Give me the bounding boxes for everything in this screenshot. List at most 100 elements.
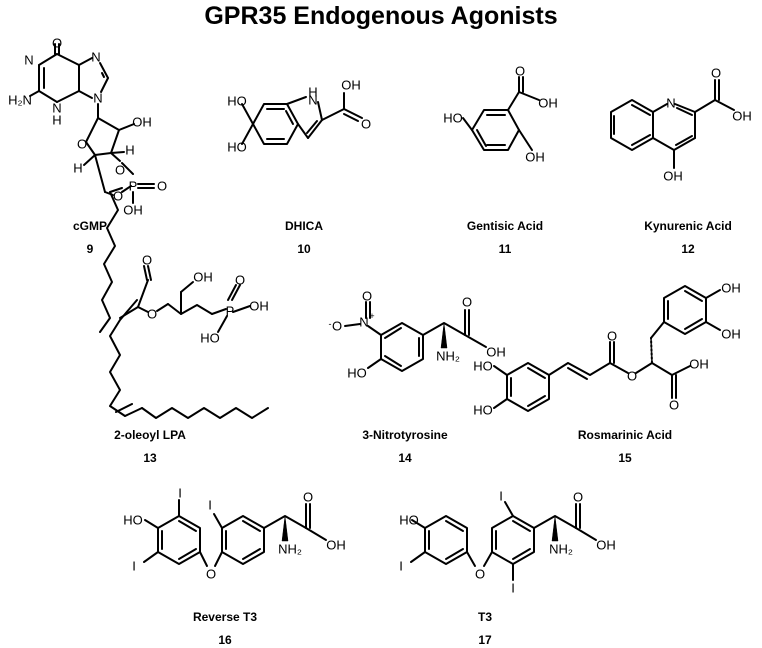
compound-number: 16 bbox=[218, 633, 232, 647]
atom-label: H bbox=[308, 85, 317, 100]
atom-label: O bbox=[607, 329, 617, 344]
compound-name: T3 bbox=[477, 610, 492, 624]
atom-label: I bbox=[178, 486, 182, 501]
compound-name: 3-Nitrotyrosine bbox=[362, 428, 448, 442]
atom-label: OH bbox=[538, 96, 558, 111]
atom-label: H bbox=[52, 113, 61, 128]
atom-label: O bbox=[462, 295, 472, 310]
atom-label: N bbox=[359, 315, 368, 330]
atom-label: O bbox=[113, 189, 123, 204]
atom-label: O bbox=[515, 64, 525, 79]
atom-label: I bbox=[511, 581, 515, 596]
atom-label: HO bbox=[200, 331, 220, 346]
compound-name: Kynurenic Acid bbox=[644, 219, 732, 233]
atom-label: O bbox=[303, 490, 313, 505]
atom-label: NH₂ bbox=[278, 542, 302, 557]
atom-label: P bbox=[226, 304, 235, 319]
atom-label: O bbox=[52, 36, 62, 51]
compound-name: Rosmarinic Acid bbox=[577, 428, 673, 442]
atom-label: HO bbox=[473, 359, 493, 374]
compound-number: 9 bbox=[86, 242, 94, 256]
atom-label: I bbox=[499, 489, 503, 504]
atom-label: O bbox=[235, 273, 245, 288]
atom-label: H₂N bbox=[8, 93, 32, 108]
atom-label: I bbox=[399, 559, 403, 574]
atom-label: O bbox=[475, 567, 485, 582]
atom-label: OH bbox=[132, 115, 152, 130]
atom-label: HO bbox=[399, 513, 419, 528]
atom-label: OH bbox=[721, 281, 741, 296]
atom-label: OH bbox=[525, 150, 545, 165]
atom-label: OH bbox=[732, 109, 752, 124]
compound-number: 12 bbox=[681, 242, 695, 256]
atom-label: OH bbox=[193, 270, 213, 285]
atom-label: O bbox=[206, 567, 216, 582]
atom-label: HO bbox=[473, 403, 493, 418]
atom-label: HO bbox=[227, 94, 247, 109]
atom-label: H bbox=[73, 161, 82, 176]
atom-label: HO bbox=[347, 366, 367, 381]
atom-label: N bbox=[93, 91, 102, 106]
atom-label: O bbox=[115, 163, 125, 178]
atom-label: P bbox=[129, 179, 138, 194]
atom-label: N bbox=[91, 50, 100, 65]
atom-label: N bbox=[24, 53, 33, 68]
compound-name: Gentisic Acid bbox=[466, 219, 544, 233]
structure-oleoyl-lpa bbox=[99, 187, 269, 419]
caption-dhica: DHICA 10 bbox=[254, 219, 354, 257]
compound-name: Reverse T3 bbox=[192, 610, 258, 624]
caption-reverse-t3: Reverse T3 16 bbox=[165, 610, 285, 648]
atom-label: O bbox=[147, 307, 157, 322]
structure-rosmarinic-acid bbox=[493, 285, 721, 412]
compound-number: 10 bbox=[297, 242, 311, 256]
structure-t3 bbox=[410, 501, 597, 581]
compound-number: 17 bbox=[478, 633, 492, 647]
atom-label: + bbox=[369, 311, 374, 321]
atom-label: H bbox=[125, 143, 134, 158]
structure-kynurenic-acid bbox=[610, 79, 735, 169]
page-title: GPR35 Endogenous Agonists bbox=[204, 2, 558, 30]
atom-label: O bbox=[362, 289, 372, 304]
caption-kynurenic-acid: Kynurenic Acid 12 bbox=[628, 219, 748, 257]
atom-label: OH bbox=[663, 169, 683, 184]
atom-label: N bbox=[666, 96, 675, 111]
compound-name: 2-oleoyl LPA bbox=[114, 428, 186, 442]
atom-label: HO bbox=[443, 111, 463, 126]
caption-nitrotyrosine: 3-Nitrotyrosine 14 bbox=[340, 428, 470, 466]
atom-label: O bbox=[711, 66, 721, 81]
caption-cgmp: cGMP 9 bbox=[45, 219, 135, 257]
atom-label: OH bbox=[341, 78, 361, 93]
caption-t3: T3 17 bbox=[435, 610, 535, 648]
atom-label: O bbox=[157, 179, 167, 194]
caption-rosmarinic-acid: Rosmarinic Acid 15 bbox=[555, 428, 695, 466]
atom-label: I bbox=[208, 498, 212, 513]
atom-label: O bbox=[573, 490, 583, 505]
atom-label: O bbox=[332, 319, 342, 334]
compound-number: 11 bbox=[498, 242, 512, 256]
structure-nitrotyrosine bbox=[344, 301, 487, 372]
compound-name: DHICA bbox=[285, 219, 323, 233]
atom-label: I bbox=[132, 559, 136, 574]
atom-label: OH bbox=[689, 357, 709, 372]
structure-dhica bbox=[241, 92, 363, 145]
atom-label: O bbox=[627, 369, 637, 384]
atom-label: HO bbox=[227, 140, 247, 155]
atom-label: N bbox=[308, 93, 317, 108]
atom-label: O bbox=[142, 253, 152, 268]
atom-label: O bbox=[361, 117, 371, 132]
compound-number: 14 bbox=[398, 451, 412, 465]
atom-label: O bbox=[77, 137, 87, 152]
caption-oleoyl-lpa: 2-oleoyl LPA 13 bbox=[90, 428, 210, 466]
caption-gentisic-acid: Gentisic Acid 11 bbox=[445, 219, 565, 257]
atom-label: O bbox=[669, 398, 679, 413]
atom-label: NH₂ bbox=[436, 349, 460, 364]
atom-label: - bbox=[329, 319, 332, 329]
compound-number: 15 bbox=[618, 451, 632, 465]
atom-label: OH bbox=[326, 538, 346, 553]
atom-label: OH bbox=[486, 345, 506, 360]
atom-label: NH₂ bbox=[549, 542, 573, 557]
atom-label: OH bbox=[721, 327, 741, 342]
atom-label: OH bbox=[596, 538, 616, 553]
atom-label: OH bbox=[123, 203, 143, 218]
